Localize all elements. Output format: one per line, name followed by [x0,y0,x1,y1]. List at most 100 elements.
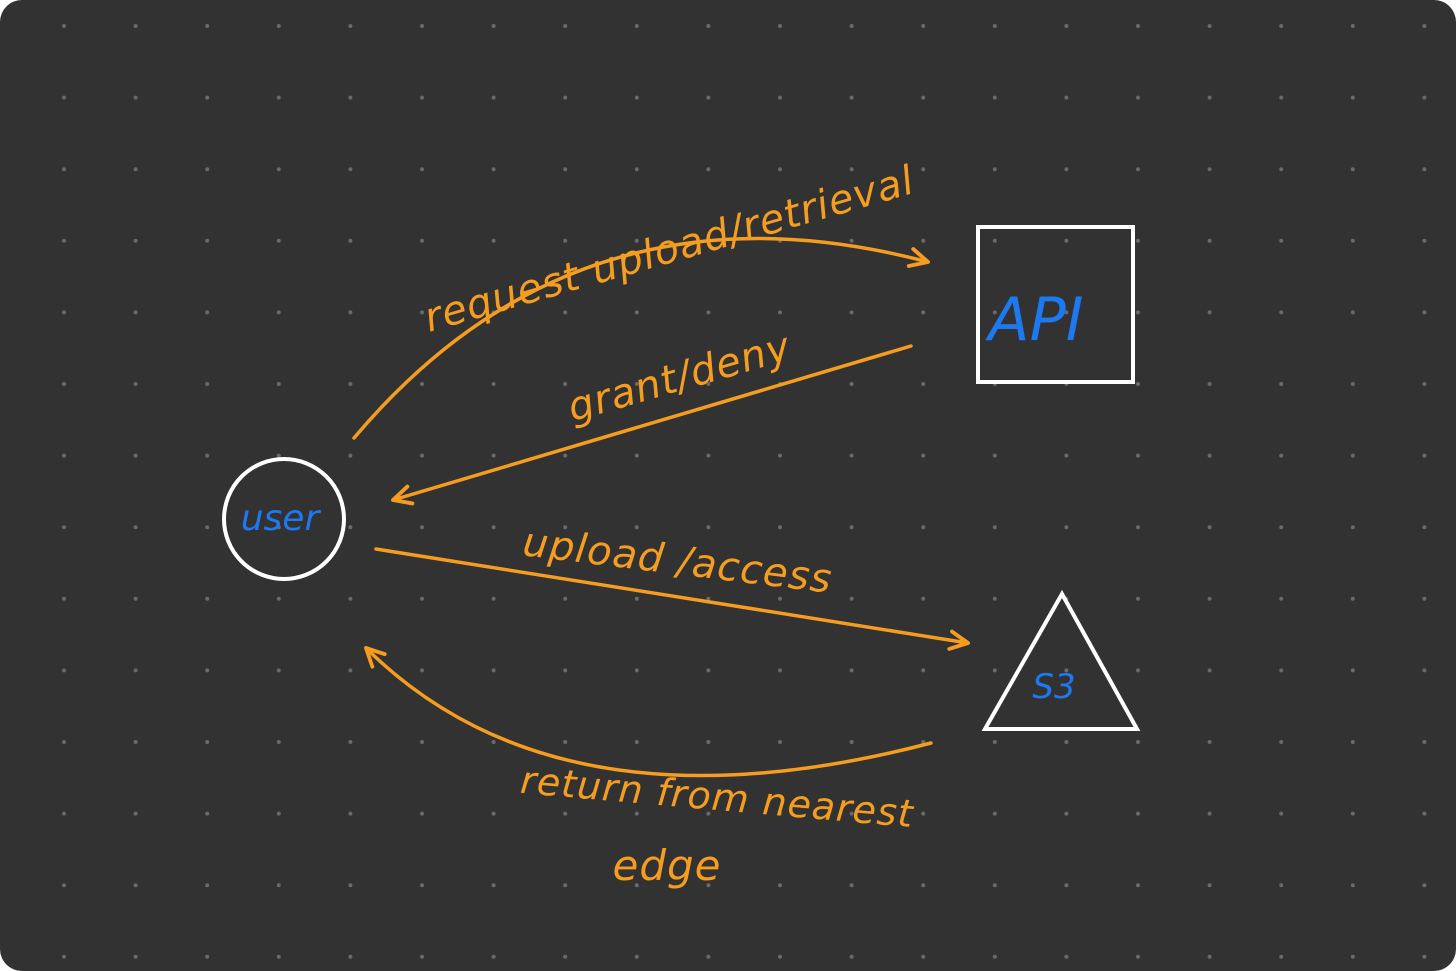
grid-dot [1279,740,1284,744]
grid-dot [1207,883,1212,888]
grid-dot [706,24,711,28]
grid-dot [62,954,66,959]
grid-dot [1350,310,1355,315]
grid-dot [348,238,353,243]
grid-dot [1422,740,1427,744]
grid-dot [491,596,496,601]
grid-dot [1279,310,1284,315]
grid-dot [1350,668,1355,673]
grid-dot [133,954,138,959]
grid-dot [634,883,639,888]
grid-dot [491,883,496,888]
grid-dot [1279,382,1284,386]
grid-dot [1207,811,1212,816]
grid-dot [205,382,210,386]
grid-dot [921,382,926,386]
grid-dot [634,811,639,816]
grid-dot [1279,811,1284,816]
grid-dot [849,310,854,315]
grid-dot [1207,24,1212,28]
grid-dot [849,883,854,888]
grid-dot [1279,525,1284,530]
grid-dot [634,310,639,315]
grid-dot [921,24,926,28]
grid-dot [706,382,711,386]
grid-dot [133,95,138,100]
grid-dot [778,95,782,100]
grid-dot [276,883,281,888]
api-node-label: API [985,285,1084,355]
grid-dot [491,238,496,243]
grid-dot [849,954,854,959]
grid-dot [849,167,854,172]
edge-request-label: request upload/retrieval [419,157,920,341]
grid-dot [348,811,353,816]
grid-dot [634,167,639,172]
grid-dot [778,525,782,530]
grid-dot [1136,24,1140,28]
grid-dot [205,167,210,172]
grid-dot [1207,668,1212,673]
grid-dot [563,954,568,959]
grid-dot [420,740,424,744]
grid-dot [921,525,926,530]
grid-dot [563,596,568,601]
grid-dot [921,95,926,100]
grid-dot [348,453,353,458]
grid-dot [1207,310,1212,315]
grid-dot [420,238,424,243]
grid-dot [634,954,639,959]
grid-dot [1350,954,1355,959]
grid-dot [1207,954,1212,959]
grid-dot [992,811,997,816]
grid-dot [849,668,854,673]
grid-dot [992,167,997,172]
grid-dot [1350,95,1355,100]
grid-dot [133,310,138,315]
edge-return-label-line1: return from nearest [519,758,917,836]
grid-dot [563,95,568,100]
grid-dot [420,525,424,530]
grid-dot [133,167,138,172]
grid-dot [849,24,854,28]
grid-dot [849,95,854,100]
grid-dot [778,596,782,601]
grid-dot [778,453,782,458]
grid-dot [634,453,639,458]
grid-dot [849,453,854,458]
s3-node-triangle [981,589,1141,731]
grid-dot [849,596,854,601]
grid-dot [1064,238,1069,243]
grid-dot [420,167,424,172]
grid-dot [491,453,496,458]
grid-dot [205,954,210,959]
grid-dot [133,382,138,386]
grid-dot [706,167,711,172]
grid-dot [1064,811,1069,816]
grid-dot [133,596,138,601]
grid-dot [1422,883,1427,888]
edge-grant-arrow [391,344,913,506]
grid-dot [706,453,711,458]
grid-dot [491,740,496,744]
grid-dot [706,668,711,673]
grid-dot [706,740,711,744]
grid-dot [420,95,424,100]
grid-dot [420,668,424,673]
grid-dot [1207,596,1212,601]
grid-dot [778,167,782,172]
grid-dot [563,525,568,530]
grid-dot [921,668,926,673]
grid-dot [420,811,424,816]
grid-dot [1064,954,1069,959]
edge-return-label-line2: edge [613,841,722,890]
grid-dot [921,310,926,315]
grid-dot [62,883,66,888]
grid-dot [1422,453,1427,458]
grid-dot [1350,740,1355,744]
grid-dot [205,596,210,601]
grid-dot [1422,167,1427,172]
grid-dot [348,954,353,959]
grid-dot [276,954,281,959]
grid-dot [420,382,424,386]
